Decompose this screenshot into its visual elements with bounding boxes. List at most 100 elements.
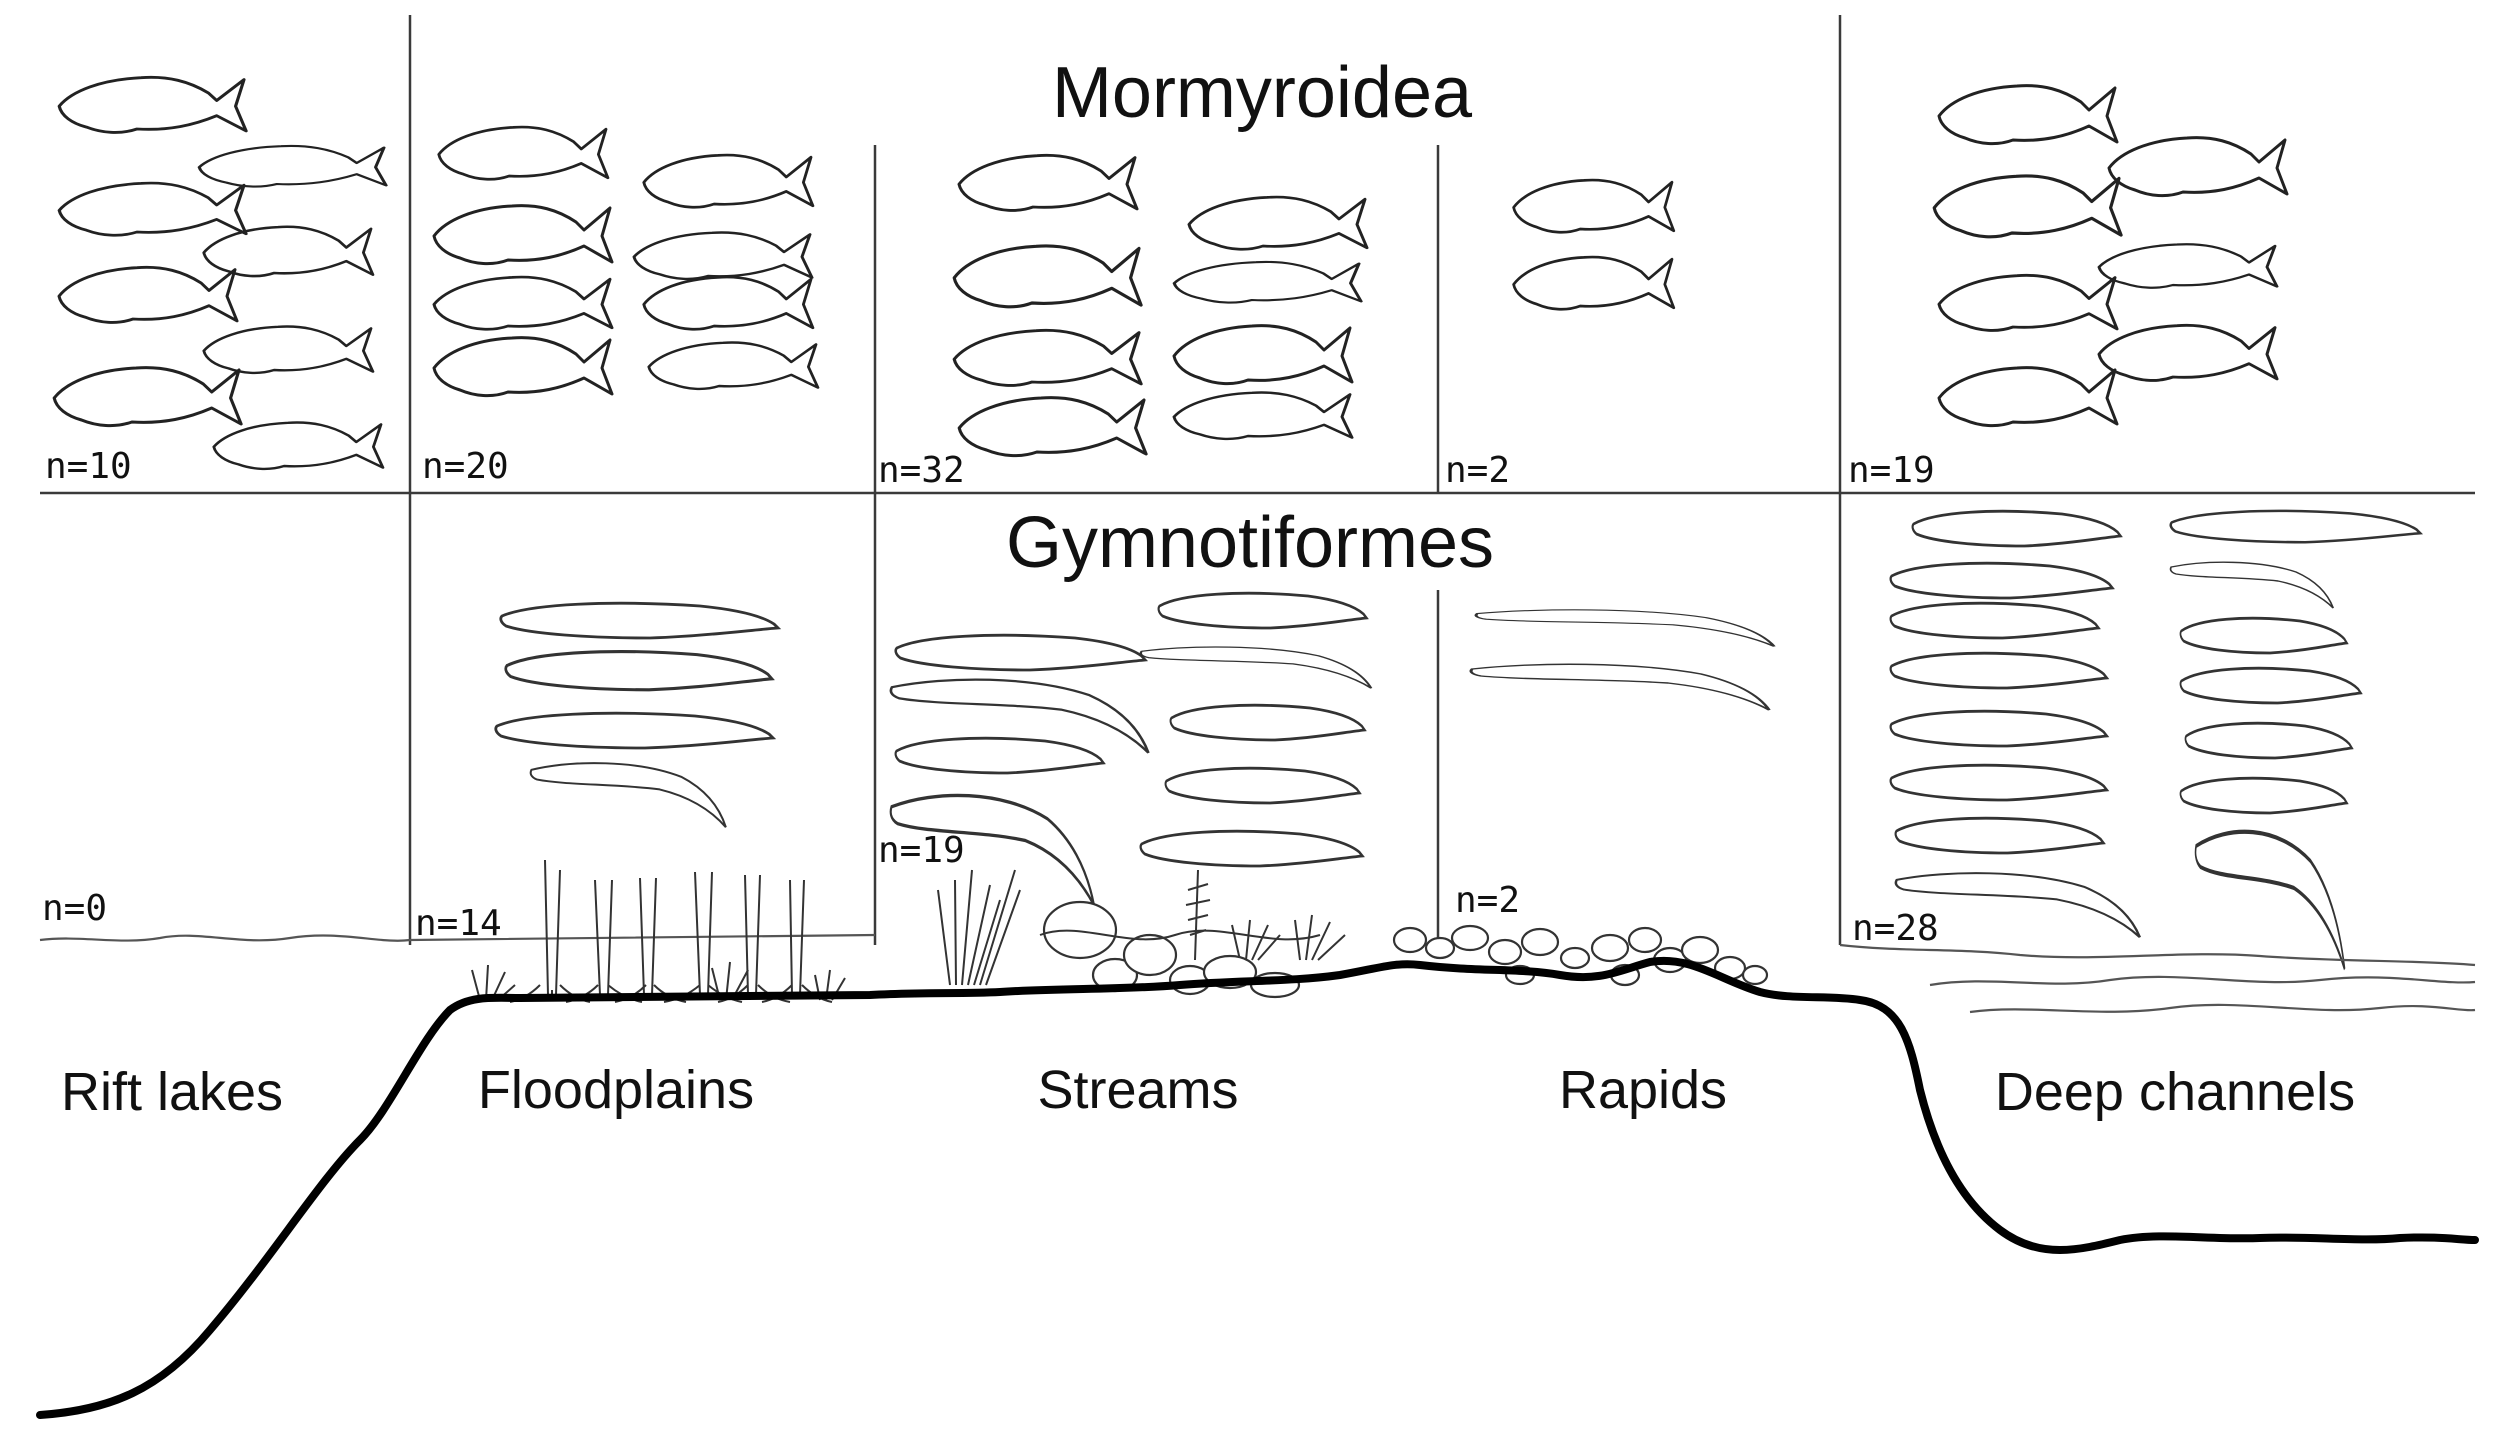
fish-icon: [57, 75, 248, 135]
knifefish-icon: [1889, 601, 2100, 640]
fish-icon: [1172, 390, 1354, 441]
water-line-deep-3: [1969, 1003, 2476, 1014]
fish-icon: [2097, 242, 2279, 290]
knifefish-icon: [2169, 509, 2422, 544]
stone: [1392, 926, 1428, 954]
knifefish-icon: [894, 633, 1147, 672]
tree-trunk: [614, 877, 687, 1003]
stone: [1424, 936, 1456, 960]
fish-icon: [2097, 323, 2279, 382]
fish-icon: [1172, 260, 1363, 305]
gymnotiformes-rapids-fish: [1469, 608, 1776, 712]
fish-icon: [642, 153, 815, 209]
fish-icon: [957, 153, 1139, 212]
count-flood-gymnotiformes: n=14: [415, 903, 502, 944]
stream-current: [1039, 929, 1321, 941]
fish-icon: [1187, 195, 1369, 251]
count-streams-gymnotiformes: n=19: [878, 830, 965, 871]
stone: [1450, 924, 1490, 952]
mormyroidea-rapids-fish: [1512, 178, 1676, 311]
fish-icon: [2107, 136, 2289, 198]
tree-trunk: [761, 879, 833, 1003]
knifefish-icon: [499, 601, 780, 640]
knifefish-icon: [894, 736, 1105, 775]
title-mormyroidea: Mormyroidea: [1052, 53, 1473, 133]
water-line-deep-2: [1929, 975, 2476, 987]
fish-icon: [1172, 324, 1354, 386]
stream-plant: [1185, 869, 1211, 961]
count-rift-gymnotiformes: n=0: [42, 888, 107, 929]
stone: [1520, 927, 1560, 957]
knifefish-icon: [2179, 776, 2349, 815]
fish-icon: [957, 396, 1148, 458]
fish-icon: [212, 421, 385, 471]
fish-icon: [432, 275, 614, 331]
fish-icon: [52, 366, 243, 428]
water-line-deep-1: [1839, 943, 2476, 967]
knifefish-icon: [1889, 651, 2109, 690]
rapids-rocks: [1392, 924, 1769, 987]
count-rift-mormyroidea: n=10: [45, 446, 132, 487]
knifefish-icon: [529, 762, 727, 829]
fish-icon: [1937, 273, 2119, 332]
water-surface: [39, 933, 2476, 1014]
counts-gymnotiformes: n=0 n=14 n=19 n=2 n=28: [42, 830, 1939, 949]
gymnotiformes-deep-fish: [1889, 509, 2422, 969]
knifefish-icon: [2169, 561, 2335, 609]
gymnotiformes-floodplains-fish: [494, 601, 780, 829]
label-floodplains: Floodplains: [478, 1060, 754, 1120]
count-rapids-gymnotiformes: n=2: [1455, 880, 1520, 921]
grass-tuft: [471, 964, 516, 1001]
floodplain-trees: [471, 859, 846, 1003]
fish-icon: [432, 336, 614, 398]
mormyroidea-deep-fish: [1932, 84, 2289, 428]
knifefish-icon: [1911, 509, 2122, 548]
fish-icon: [57, 265, 239, 324]
knifefish-icon: [2196, 832, 2345, 969]
panel-grid: [40, 15, 2475, 945]
count-rapids-mormyroidea: n=2: [1445, 450, 1510, 491]
tree-trunk: [663, 871, 743, 1003]
grass-tuft: [1231, 919, 1281, 961]
knifefish-icon: [1889, 561, 2114, 600]
tree-trunk: [509, 859, 591, 1003]
count-deep-mormyroidea: n=19: [1848, 450, 1935, 491]
fish-icon: [1937, 366, 2119, 428]
fish-icon: [1512, 178, 1676, 234]
grass-tuft: [1294, 914, 1346, 961]
knifefish-icon: [1889, 709, 2109, 748]
fish-icon: [642, 275, 815, 331]
knifefish-icon: [2184, 721, 2354, 760]
fish-icon: [1512, 255, 1676, 311]
fish-icon: [197, 144, 388, 189]
stone: [1590, 933, 1630, 963]
label-deep-channels: Deep channels: [1995, 1062, 2355, 1122]
fish-icon: [952, 244, 1143, 309]
habitat-labels: Rift lakes Floodplains Streams Rapids De…: [61, 1060, 2355, 1122]
knifefish-icon: [2179, 616, 2349, 655]
knifefish-icon: [1139, 829, 1364, 868]
counts-mormyroidea: n=10 n=20 n=32 n=2 n=19: [45, 446, 1935, 491]
fish-icon: [647, 341, 820, 391]
knifefish-icon: [1164, 766, 1361, 805]
riverbed-profile: [36, 956, 2479, 1419]
knifefish-icon: [1894, 816, 2105, 855]
knifefish-icon: [1169, 703, 1366, 742]
label-streams: Streams: [1037, 1060, 1238, 1120]
water-line: [39, 933, 876, 942]
label-rift-lakes: Rift lakes: [61, 1062, 283, 1122]
knifefish-icon: [1139, 645, 1373, 690]
stone: [1559, 946, 1591, 970]
knifefish-icon: [1157, 591, 1368, 630]
mormyroidea-floodplains-fish: [432, 125, 820, 398]
knifefish-icon: [2179, 666, 2363, 705]
mormyroidea-streams-fish: [952, 153, 1369, 458]
fish-icon: [1937, 84, 2119, 146]
stone: [1741, 964, 1769, 986]
fish-icon: [437, 125, 610, 181]
count-streams-mormyroidea: n=32: [878, 450, 965, 491]
fish-icon: [202, 325, 375, 375]
knifefish-icon: [1474, 608, 1776, 648]
knifefish-icon: [1889, 763, 2109, 802]
